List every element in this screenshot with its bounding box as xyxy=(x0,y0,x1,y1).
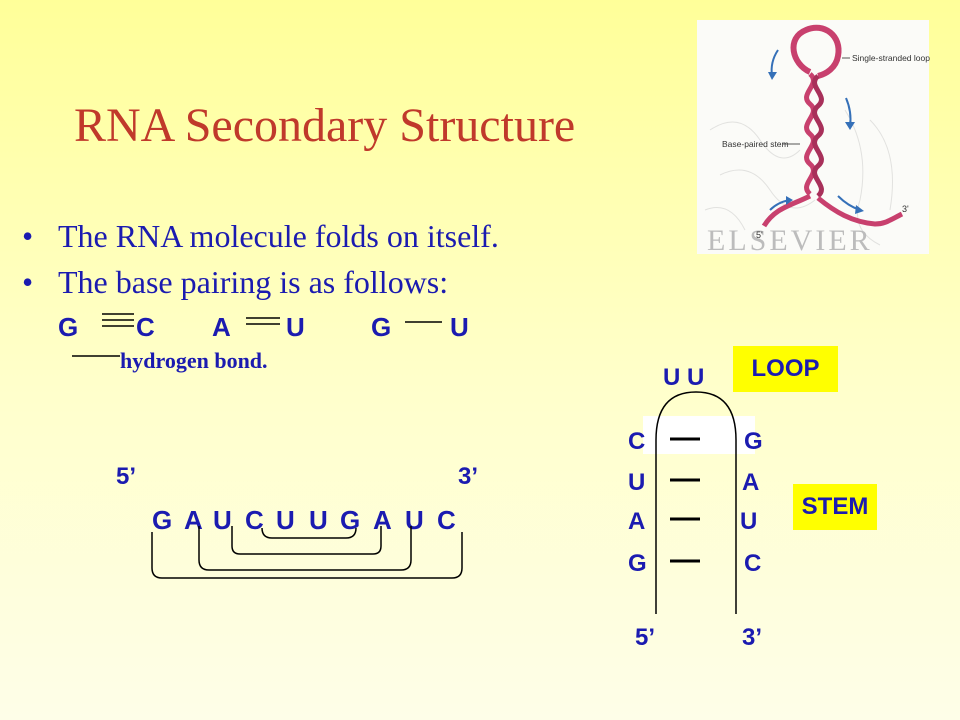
inset-helix-strand xyxy=(812,74,824,198)
inset-arrow-icon xyxy=(845,122,855,130)
inset-arrow-icon xyxy=(768,72,777,80)
bullet-text: The base pairing is as follows: xyxy=(58,264,449,300)
inset-five-prime: 5' xyxy=(756,230,763,240)
stem-left-base: C xyxy=(628,428,646,455)
pair-right-base: U xyxy=(450,312,469,342)
sequence-base: U xyxy=(276,505,295,535)
inset-three-prime-tail xyxy=(816,196,904,227)
sequence-base: C xyxy=(245,505,264,535)
stem-right-base: U xyxy=(740,508,758,535)
slide-title: RNA Secondary Structure xyxy=(74,99,576,152)
hairpin-five-prime: 5’ xyxy=(635,624,656,651)
stem-right-base: C xyxy=(744,550,762,577)
pair-left-base: A xyxy=(212,312,231,342)
loop-label: LOOP xyxy=(733,346,838,392)
three-prime-label: 3’ xyxy=(458,463,479,490)
hairpin-three-prime: 3’ xyxy=(742,624,763,651)
pair-arc xyxy=(151,532,463,579)
inset-arrow-icon xyxy=(786,196,793,205)
sequence-base: A xyxy=(373,505,392,535)
five-prime-label: 5’ xyxy=(116,463,137,490)
bullet-text: The RNA molecule folds on itself. xyxy=(58,218,499,254)
inset-loop-label: Single-stranded loop xyxy=(852,53,930,63)
inset-three-prime: 3' xyxy=(902,204,909,214)
pair-arc xyxy=(198,526,412,571)
loop-bases: U U xyxy=(663,364,705,391)
stem-left-base: G xyxy=(628,550,647,577)
pair-left-base: G xyxy=(58,312,79,342)
sequence-base: U xyxy=(309,505,328,535)
pair-left-base: G xyxy=(371,312,392,342)
stem-left-base: U xyxy=(628,469,646,496)
bullet-dot-icon: • xyxy=(22,218,34,254)
legend-text: hydrogen bond. xyxy=(120,348,268,373)
sequence-base: C xyxy=(437,505,456,535)
stem-label: STEM xyxy=(793,484,877,530)
sequence-base: G xyxy=(340,505,361,535)
pair-right-base: U xyxy=(286,312,305,342)
bullet-dot-icon: • xyxy=(22,264,34,300)
inset-watermark: ELSEVIER xyxy=(707,224,873,257)
inset-five-prime-tail xyxy=(761,193,812,228)
stem-right-base: G xyxy=(744,428,763,455)
inset-loop-strand xyxy=(790,24,842,79)
stem-right-base: A xyxy=(742,469,760,496)
sequence-base: U xyxy=(405,505,424,535)
stem-left-base: A xyxy=(628,508,646,535)
pair-arc xyxy=(261,527,357,539)
inset-engraving xyxy=(704,109,893,246)
inset-arrow-icon xyxy=(855,205,864,214)
pair-arc xyxy=(231,526,382,555)
sequence-base: U xyxy=(213,505,232,535)
hairpin-backbone xyxy=(655,391,737,614)
sequence-base: A xyxy=(184,505,203,535)
inset-stem-label: Base-paired stem xyxy=(722,139,789,149)
pair-right-base: C xyxy=(136,312,155,342)
sequence-base: G xyxy=(152,505,173,535)
